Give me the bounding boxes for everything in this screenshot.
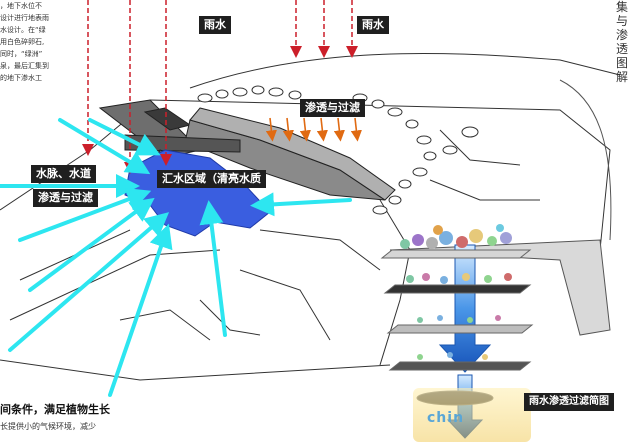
label-rain-right: 雨水: [357, 16, 389, 34]
seepage-arrows: [265, 117, 362, 142]
side-line: 泉，最后汇集到: [0, 62, 49, 70]
terrain-edge: [559, 79, 612, 241]
flow-arrow-icon: [8, 212, 170, 352]
label-water-veins: 水脉、水道: [31, 165, 96, 183]
label-seepage-left: 渗透与过滤: [33, 189, 98, 207]
label-seepage-top: 渗透与过滤: [300, 99, 365, 117]
label-rain-left: 雨水: [199, 16, 231, 34]
label-catchment: 汇水区域（清亮水质: [157, 170, 266, 188]
flow-arrow-icon: [250, 192, 352, 217]
side-line: 的地下渗水工: [0, 74, 42, 82]
seepage-arrow-icon: [316, 117, 328, 142]
filter-down-arrow-icon: [438, 244, 492, 373]
filter-particles: [400, 224, 512, 360]
seepage-arrow-icon: [333, 117, 345, 142]
side-line: 水设计。在“绿: [0, 26, 46, 34]
side-line: 同时，“绿洲”: [0, 50, 43, 58]
side-line: ，地下水位不: [0, 2, 42, 10]
watermark: chin: [413, 388, 531, 442]
seepage-arrow-icon: [350, 117, 362, 142]
caption-sub: 长提供小的气候环境，减少: [0, 422, 96, 431]
side-line: 用白色碎卵石,: [0, 38, 45, 46]
side-line: 设计进行地表雨: [0, 14, 49, 22]
flow-arrow-icon: [88, 118, 161, 156]
seepage-arrow-icon: [299, 117, 311, 142]
flow-arrows: [0, 118, 352, 397]
flow-arrow-icon: [18, 187, 152, 242]
pebbles: [197, 85, 479, 215]
caption-main: 间条件，满足植物生长: [0, 403, 110, 416]
watermark-text: chin: [427, 410, 465, 426]
seepage-arrow-icon: [282, 117, 294, 142]
label-filter-diagram: 雨水渗透过滤简图: [524, 393, 614, 411]
flow-arrow-icon: [28, 197, 155, 292]
vertical-title: 集与渗透图解: [615, 0, 628, 84]
side-paragraph: ，地下水位不 设计进行地表雨 水设计。在“绿 用白色碎卵石, 同时，“绿洲” 泉…: [0, 0, 70, 84]
flow-arrow-icon: [58, 118, 151, 175]
flow-arrow-icon: [199, 200, 227, 337]
flow-arrow-icon: [108, 223, 173, 397]
seepage-arrow-icon: [265, 117, 277, 142]
